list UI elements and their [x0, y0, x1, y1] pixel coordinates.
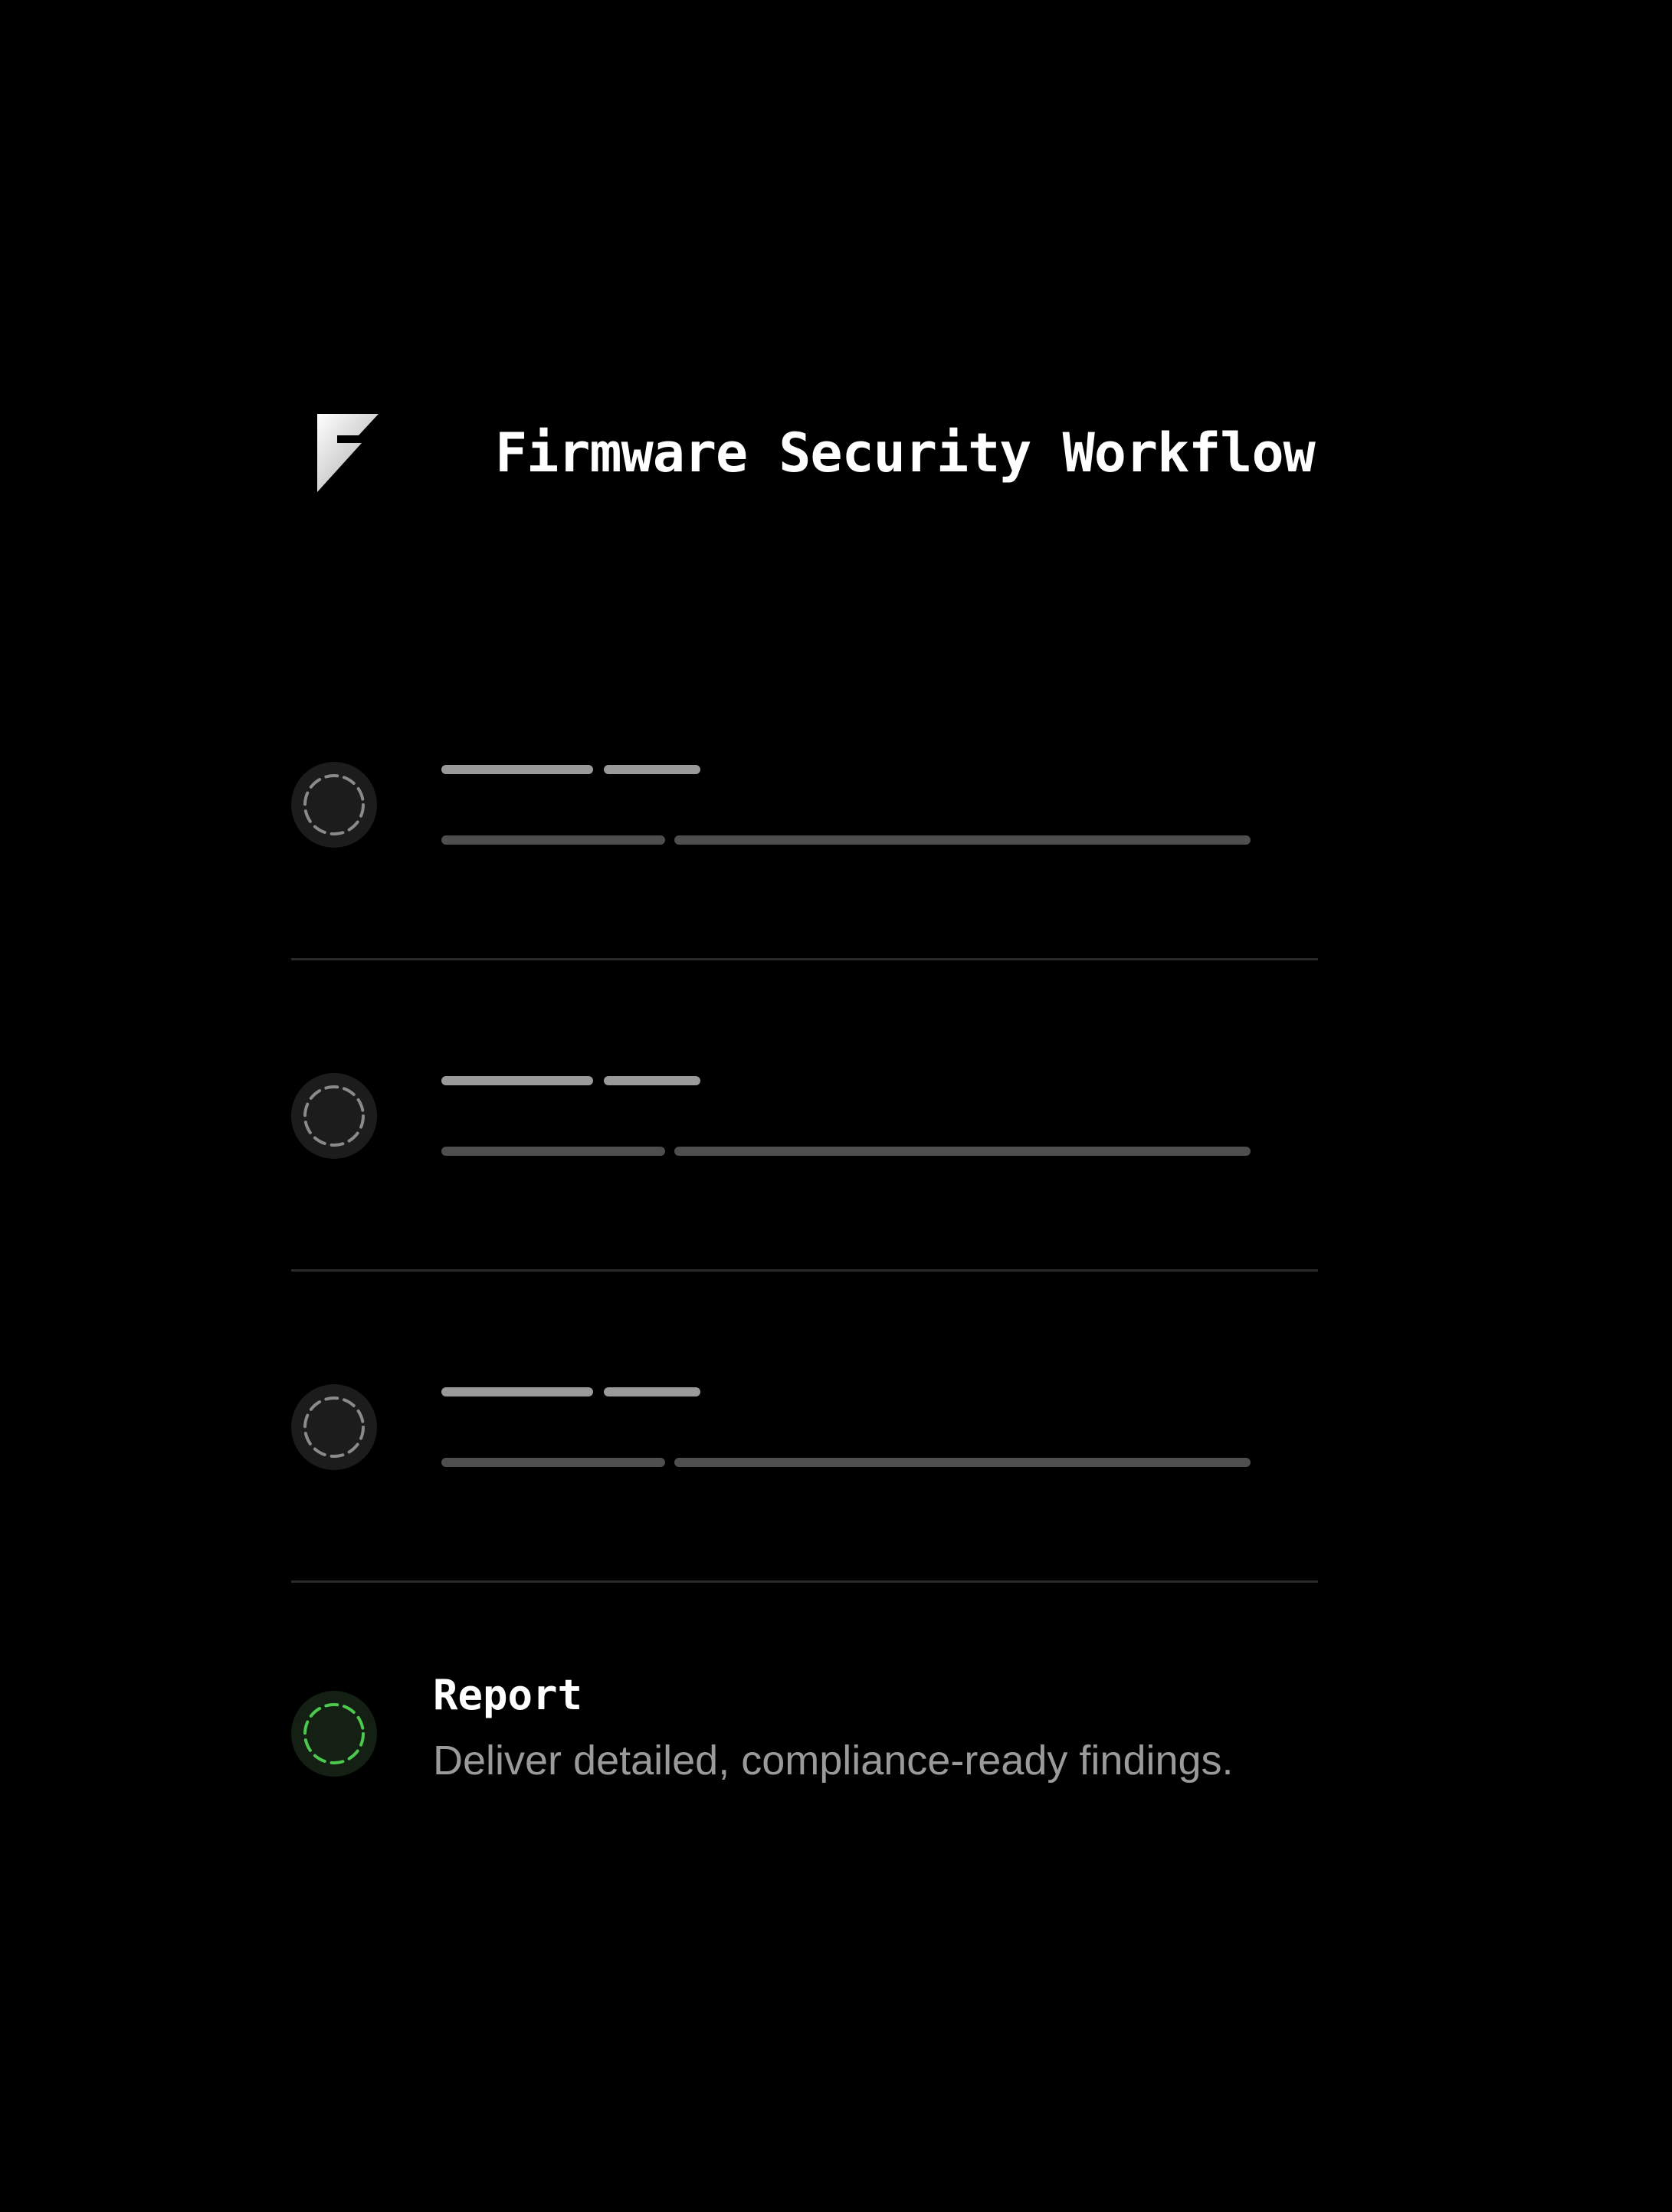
- title-placeholder-bar: [441, 1387, 593, 1396]
- workflow-step-report[interactable]: [291, 1691, 1318, 1777]
- description-placeholder-bar: [441, 1147, 665, 1156]
- workflow-step-1[interactable]: [291, 762, 1318, 848]
- dashed-circle-icon: [291, 1073, 377, 1159]
- description-placeholder-bar: [441, 835, 665, 845]
- dashed-circle-icon: [291, 1691, 377, 1777]
- workflow-step-2[interactable]: [291, 1073, 1318, 1159]
- dashed-circle-icon: [291, 762, 377, 848]
- description-placeholder-bar: [674, 1147, 1251, 1156]
- step-description: Deliver detailed, compliance-ready findi…: [433, 1738, 1234, 1784]
- description-placeholder-bar: [674, 1458, 1251, 1467]
- title-placeholder-bar: [604, 1076, 700, 1085]
- step-divider: [291, 1580, 1318, 1583]
- description-placeholder-bar: [441, 1458, 665, 1467]
- workflow-step-3[interactable]: [291, 1384, 1318, 1470]
- title-placeholder-bar: [604, 765, 700, 774]
- dashed-circle-icon: [291, 1384, 377, 1470]
- workflow-header: Firmware Security Workflow: [316, 411, 1316, 495]
- title-placeholder-bar: [604, 1387, 700, 1396]
- page-title: Firmware Security Workflow: [495, 422, 1316, 484]
- lightning-bolt-logo: [317, 414, 379, 492]
- description-placeholder-bar: [674, 835, 1251, 845]
- title-placeholder-bar: [441, 765, 593, 774]
- step-divider: [291, 1269, 1318, 1272]
- step-divider: [291, 958, 1318, 960]
- step-title: Report: [433, 1671, 583, 1719]
- title-placeholder-bar: [441, 1076, 593, 1085]
